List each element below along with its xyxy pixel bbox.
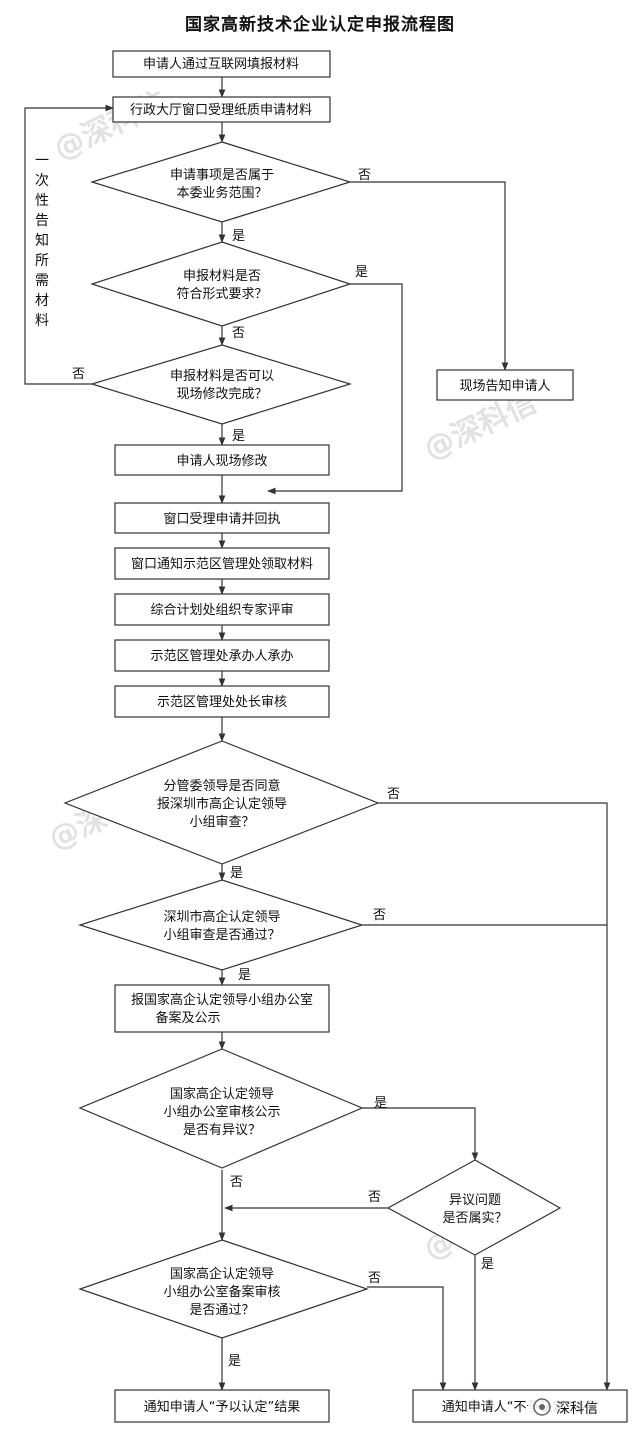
process-box-handler: 示范区管理处承办人承办 xyxy=(114,639,330,672)
label-no: 否 xyxy=(368,1271,381,1286)
decision-label: 分管委领导是否同意 xyxy=(163,778,280,794)
label-yes: 是 xyxy=(232,229,245,244)
label-yes: 是 xyxy=(230,866,243,881)
decision-format: 申报材料是否 符合形式要求？ xyxy=(90,241,352,327)
process-box-result-approved: 通知申请人“予以认定”结果 xyxy=(114,1389,330,1423)
label-yes: 是 xyxy=(238,968,251,983)
decision-objection: 国家高企认定领导 小组办公室审核公示 是否有异议？ xyxy=(78,1048,364,1169)
decision-label: 国家高企认定领导 xyxy=(170,1266,274,1282)
decision-label: 是否有异议？ xyxy=(183,1123,261,1138)
decision-label: 是否通过？ xyxy=(189,1303,254,1318)
decision-scope: 申请事项是否属于 本委业务范围？ xyxy=(89,141,353,223)
process-box-receipt: 窗口受理申请并回执 xyxy=(114,502,330,534)
box-label: 申请人通过互联网填报材料 xyxy=(143,57,299,72)
decision-label: 现场修改完成？ xyxy=(176,387,267,402)
decision-label: 深圳市高企认定领导 xyxy=(163,909,280,925)
decision-modify-onsite: 申报材料是否可以 现场修改完成？ xyxy=(89,344,353,425)
connectors xyxy=(24,77,611,1391)
label-yes: 是 xyxy=(232,429,245,444)
box-label: 备案及公示 xyxy=(155,1010,220,1026)
box-label: 通知申请人“予以认定”结果 xyxy=(144,1399,300,1415)
decision-leader-approve: 分管委领导是否同意 报深圳市高企认定领导 小组审查？ xyxy=(63,740,380,865)
process-box-national-filing: 报国家高企认定领导小组办公室 备案及公示 xyxy=(114,984,330,1033)
process-box-director-review: 示范区管理处处长审核 xyxy=(114,685,330,718)
corner-badge-text: 深科信 xyxy=(556,1401,598,1417)
decision-label: 申请事项是否属于 xyxy=(170,168,274,183)
box-label: 现场告知申请人 xyxy=(459,378,550,394)
process-box-applicant-modify: 申请人现场修改 xyxy=(114,444,330,476)
decision-label: 小组办公室备案审核 xyxy=(163,1284,280,1300)
decision-label: 申报材料是否可以 xyxy=(170,369,274,384)
page-title: 国家高新技术企业认定申报流程图 xyxy=(185,15,455,35)
process-box-notify-onsite: 现场告知申请人 xyxy=(436,369,574,401)
label-yes: 是 xyxy=(228,1354,241,1369)
label-no: 否 xyxy=(368,1190,381,1205)
box-label: 综合计划处组织专家评审 xyxy=(150,602,293,618)
label-no: 否 xyxy=(230,1175,243,1190)
process-box-submit-online: 申请人通过互联网填报材料 xyxy=(112,50,331,78)
decision-label: 小组审查是否通过？ xyxy=(163,928,280,943)
decision-label: 是否属实？ xyxy=(442,1211,507,1226)
label-yes: 是 xyxy=(355,265,368,280)
box-label: 示范区管理处处长审核 xyxy=(157,695,287,710)
decision-label: 本委业务范围？ xyxy=(176,185,267,201)
process-box-expert-review: 综合计划处组织专家评审 xyxy=(114,593,330,626)
label-yes: 是 xyxy=(481,1257,494,1272)
decision-city-review: 深圳市高企认定领导 小组审查是否通过？ xyxy=(78,879,364,971)
decision-label: 异议问题 xyxy=(449,1193,501,1208)
label-no: 否 xyxy=(387,787,400,802)
label-no: 否 xyxy=(72,367,85,382)
decision-objection-valid: 异议问题 是否属实？ xyxy=(386,1159,562,1256)
label-yes: 是 xyxy=(374,1096,387,1111)
box-label: 窗口受理申请并回执 xyxy=(163,511,280,527)
box-label: 窗口通知示范区管理处领取材料 xyxy=(131,556,313,572)
decision-label: 国家高企认定领导 xyxy=(170,1086,274,1102)
edge-labels: 否 是 是 否 否 是 否 是 否 是 是 否 否 是 否 是 xyxy=(72,168,494,1369)
decision-label: 报深圳市高企认定领导 xyxy=(157,796,287,812)
label-no: 否 xyxy=(373,908,386,923)
box-label: 行政大厅窗口受理纸质申请材料 xyxy=(130,102,312,118)
box-label: 示范区管理处承办人承办 xyxy=(150,649,293,664)
decision-filing-pass: 国家高企认定领导 小组办公室备案审核 是否通过？ xyxy=(78,1239,369,1339)
process-box-window-accept: 行政大厅窗口受理纸质申请材料 xyxy=(112,96,331,123)
decision-label: 符合形式要求？ xyxy=(176,286,267,302)
process-box-notify-admin: 窗口通知示范区管理处领取材料 xyxy=(114,547,330,580)
box-label: 报国家高企认定领导小组办公室 xyxy=(131,992,313,1008)
decision-label: 小组审查？ xyxy=(189,815,254,830)
side-note-vertical: 一次性告知所需材料 xyxy=(35,153,49,329)
corner-logo: 深科信 xyxy=(528,1396,626,1418)
label-no: 否 xyxy=(358,168,371,183)
decision-label: 小组办公室审核公示 xyxy=(163,1104,280,1120)
box-label: 申请人现场修改 xyxy=(176,454,267,469)
label-no: 否 xyxy=(232,326,245,341)
decision-label: 申报材料是否 xyxy=(183,269,261,284)
